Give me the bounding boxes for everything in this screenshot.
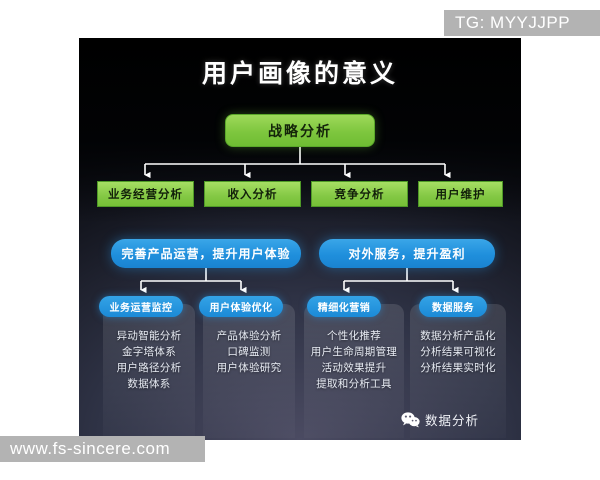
list-item: 提取和分析工具 <box>316 378 392 390</box>
list-item: 用户体验研究 <box>216 362 282 374</box>
column-card-1 <box>203 304 295 438</box>
list-item: 分析结果可视化 <box>420 346 496 358</box>
column-header-2[interactable]: 精细化营销 <box>307 296 381 317</box>
infographic-poster: 用户画像的意义 战略分析 业务经营分析 收入分析 竞争分析 用户维护 <box>79 38 521 440</box>
list-item: 产品体验分析 <box>216 330 282 342</box>
column-card-2 <box>304 304 404 438</box>
list-item: 数据分析产品化 <box>420 330 496 342</box>
list-item: 个性化推荐 <box>327 330 381 342</box>
wechat-icon <box>401 411 420 427</box>
column-header-0-label: 业务运营监控 <box>109 303 173 314</box>
column-card-0 <box>103 304 195 438</box>
column-items-0: 异动智能分析 金字塔体系 用户路径分析 数据体系 <box>103 328 195 392</box>
wechat-credit-label: 数据分析 <box>425 414 480 428</box>
node-level2-2[interactable]: 竞争分析 <box>311 181 408 207</box>
wechat-credit: 数据分析 <box>401 410 479 429</box>
column-header-0[interactable]: 业务运营监控 <box>99 296 183 317</box>
node-level2-0[interactable]: 业务经营分析 <box>97 181 194 207</box>
page-title: 用户画像的意义 <box>201 60 398 88</box>
website-watermark: www.fs-sincere.com <box>0 436 205 462</box>
node-level2-3-label: 用户维护 <box>435 189 486 201</box>
column-card-3 <box>410 304 506 438</box>
node-level2-0-label: 业务经营分析 <box>108 189 183 201</box>
column-items-3: 数据分析产品化 分析结果可视化 分析结果实时化 <box>408 328 508 376</box>
list-item: 金字塔体系 <box>122 346 176 358</box>
node-level3-0[interactable]: 完善产品运营，提升用户体验 <box>111 239 301 268</box>
website-watermark-label: www.fs-sincere.com <box>10 439 171 458</box>
column-header-3[interactable]: 数据服务 <box>419 296 487 317</box>
node-level2-3[interactable]: 用户维护 <box>418 181 503 207</box>
column-header-2-label: 精细化营销 <box>317 303 371 314</box>
column-header-1[interactable]: 用户体验优化 <box>199 296 283 317</box>
telegram-watermark: TG: MYYJJPP <box>444 10 600 36</box>
node-level2-1-label: 收入分析 <box>227 189 278 201</box>
list-item: 活动效果提升 <box>321 362 387 374</box>
node-level2-1[interactable]: 收入分析 <box>204 181 301 207</box>
node-level2-2-label: 竞争分析 <box>334 189 385 201</box>
level2-row: 业务经营分析 收入分析 竞争分析 用户维护 <box>93 181 507 207</box>
list-item: 用户生命周期管理 <box>310 346 398 358</box>
list-item: 分析结果实时化 <box>420 362 496 374</box>
connector-lines <box>140 147 459 294</box>
node-root[interactable]: 战略分析 <box>225 114 375 147</box>
column-header-3-label: 数据服务 <box>432 303 474 314</box>
node-level3-0-label: 完善产品运营，提升用户体验 <box>121 247 291 261</box>
node-root-label: 战略分析 <box>268 122 332 139</box>
telegram-watermark-label: TG: MYYJJPP <box>455 13 571 32</box>
list-item: 异动智能分析 <box>116 330 182 342</box>
list-item: 口碑监测 <box>227 346 271 358</box>
column-header-1-label: 用户体验优化 <box>209 303 273 314</box>
list-item: 数据体系 <box>127 378 171 390</box>
column-items-1: 产品体验分析 口碑监测 用户体验研究 <box>203 328 295 376</box>
column-items-2: 个性化推荐 用户生命周期管理 活动效果提升 提取和分析工具 <box>298 328 410 392</box>
node-level3-1-label: 对外服务，提升盈利 <box>348 247 466 261</box>
node-level3-1[interactable]: 对外服务，提升盈利 <box>319 239 495 268</box>
list-item: 用户路径分析 <box>116 362 182 374</box>
